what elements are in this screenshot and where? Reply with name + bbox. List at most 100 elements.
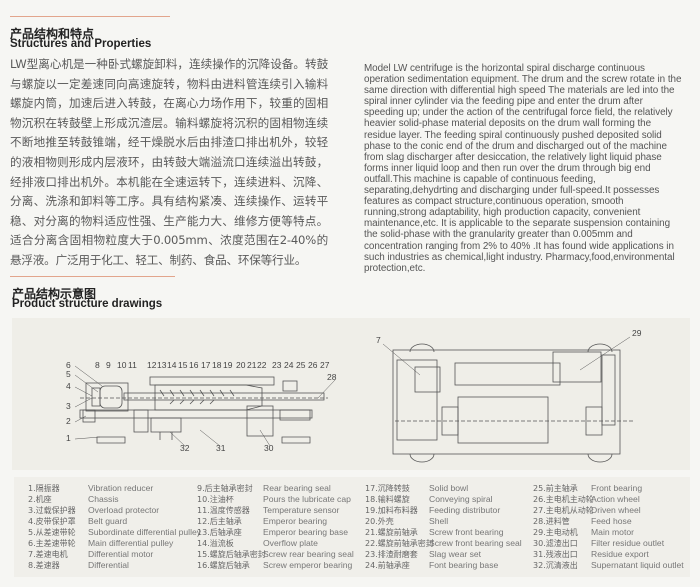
side-view-drawing [79, 376, 328, 444]
legend-item-en: Action wheel [591, 494, 640, 504]
callout-4: 4 [66, 381, 71, 391]
legend-item-cn: 19.加料布料器 [365, 506, 418, 515]
legend-item-cn: 28.进料管 [533, 517, 570, 526]
legend-item-en: Feeding distributor [429, 505, 501, 515]
callout-19: 19 [223, 360, 233, 370]
callout-11: 11 [128, 360, 137, 370]
callout-13: 13 [157, 360, 167, 370]
legend-item-en: Main differential pulley [88, 538, 174, 548]
callout-22: 22 [257, 360, 267, 370]
callout-3: 3 [66, 401, 71, 411]
drawings-title-en: Product structure drawings [12, 298, 163, 310]
section-title-cn: 产品结构和特点 [10, 27, 95, 41]
drawings-panel [12, 318, 690, 470]
legend-item-cn: 26.主电机主动轮 [533, 495, 594, 504]
legend-item-cn: 29.主电动机 [533, 528, 578, 537]
callout-6: 6 [66, 360, 71, 370]
callout-5: 5 [66, 369, 71, 379]
section-divider [10, 16, 170, 17]
callout-24: 24 [284, 360, 294, 370]
legend-item-cn: 1.隔振器 [28, 484, 60, 493]
callout-labels: 1 2 3 4 5 6 7 8 9 10 11 12 13 14 15 16 1… [66, 328, 642, 453]
section-title-en: Structures and Properties [10, 38, 152, 50]
callout-28: 28 [327, 372, 337, 382]
legend-item-en: Driven wheel [591, 505, 641, 515]
callout-15: 15 [178, 360, 188, 370]
legend-item-en: Font bearing base [429, 560, 499, 570]
callout-17: 17 [201, 360, 211, 370]
legend-item-en: Shell [429, 516, 449, 526]
legend-item-en: Conveying spiral [429, 494, 493, 504]
legend-item-cn: 31.残液出口 [533, 550, 578, 559]
callout-leaders [74, 336, 631, 447]
description-cn: LW型离心机是一种卧式螺旋卸料，连续操作的沉降设备。转鼓与螺旋以一定差速同向高速… [10, 57, 328, 267]
callout-10: 10 [117, 360, 127, 370]
legend-item-cn: 21.螺旋前轴承 [365, 528, 418, 537]
legend-item-en: Filter residue outlet [591, 538, 665, 548]
callout-25: 25 [296, 360, 306, 370]
legend-item-cn: 9.后主轴承密封 [197, 484, 253, 493]
parts-legend: 1.隔振器 Vibration reducer 2.机座 Chassis 3.过载保护器… [14, 477, 690, 577]
callout-32: 32 [180, 443, 190, 453]
callout-2: 2 [66, 416, 71, 426]
legend-item-en: Screw front bearing [429, 527, 504, 537]
legend-item-cn: 24.前轴承座 [365, 561, 410, 570]
callout-12: 12 [147, 360, 157, 370]
callout-16: 16 [189, 360, 199, 370]
callout-23: 23 [272, 360, 282, 370]
legend-item-cn: 15.螺旋后轴承密封 [197, 550, 266, 559]
callout-18: 18 [212, 360, 222, 370]
legend-item-cn: 20.外壳 [365, 517, 394, 526]
legend-item-cn: 25.前主轴承 [533, 484, 578, 493]
callout-9: 9 [106, 360, 111, 370]
legend-item-en: Screw rear bearing seal [263, 549, 354, 559]
legend-item-en: Chassis [88, 494, 119, 504]
legend-item-cn: 17.沉降转鼓 [365, 484, 410, 493]
legend-item-en: Solid bowl [429, 483, 469, 493]
legend-item-en: Temperature sensor [263, 505, 340, 515]
legend-item-cn: 23.排渣耐磨套 [365, 550, 418, 559]
callout-8: 8 [95, 360, 100, 370]
description-en: Model LW centrifuge is the horizontal sp… [364, 63, 682, 274]
section-divider [10, 276, 175, 277]
legend-item-cn: 12.后主轴承 [197, 517, 242, 526]
callout-31: 31 [216, 443, 226, 453]
drawings-title-cn: 产品结构示意图 [12, 287, 97, 301]
legend-item-en: Feed hose [591, 516, 632, 526]
legend-item-cn: 18.输料螺旋 [365, 495, 410, 504]
callout-7: 7 [376, 335, 381, 345]
legend-item-cn: 2.机座 [28, 495, 52, 504]
legend-item-cn: 10.注油杯 [197, 495, 234, 504]
legend-item-en: Pours the lubricate cap [263, 494, 351, 504]
legend-item-cn: 8.差速器 [28, 561, 60, 570]
callout-29: 29 [632, 328, 642, 338]
legend-item-en: Screw emperor bearing [263, 560, 353, 570]
legend-item-cn: 11.温度传感器 [197, 506, 250, 515]
legend-item-en: Vibration reducer [88, 483, 154, 493]
callout-30: 30 [264, 443, 274, 453]
callout-1: 1 [66, 433, 71, 443]
legend-item-en: Belt guard [88, 516, 128, 526]
legend-item-en: Front bearing [591, 483, 643, 493]
legend-item-cn: 13.后轴承座 [197, 528, 242, 537]
legend-item-cn: 5.从差速带轮 [28, 528, 76, 537]
legend-item-en: Rear bearing seal [263, 483, 331, 493]
callout-20: 20 [236, 360, 246, 370]
legend-item-cn: 3.过载保护器 [28, 506, 76, 515]
callout-26: 26 [308, 360, 318, 370]
legend-item-en: Subordinate differential pulley [88, 527, 202, 537]
legend-item-cn: 22.螺旋前轴承密封 [365, 539, 434, 548]
legend-item-en: Differential [88, 560, 129, 570]
legend-item-en: Main motor [591, 527, 634, 537]
legend-item-en: Emperor bearing base [263, 527, 349, 537]
legend-item-cn: 14.溢流板 [197, 539, 234, 548]
legend-item-en: Emperor bearing [263, 516, 328, 526]
callout-21: 21 [247, 360, 257, 370]
legend-item-en: Differential motor [88, 549, 154, 559]
legend-item-cn: 7.差速电机 [28, 550, 68, 559]
callout-27: 27 [320, 360, 330, 370]
legend-item-en: Supernatant liquid outlet [591, 560, 684, 570]
legend-item-cn: 27.主电机从动轮 [533, 506, 594, 515]
legend-item-en: Overflow plate [263, 538, 318, 548]
